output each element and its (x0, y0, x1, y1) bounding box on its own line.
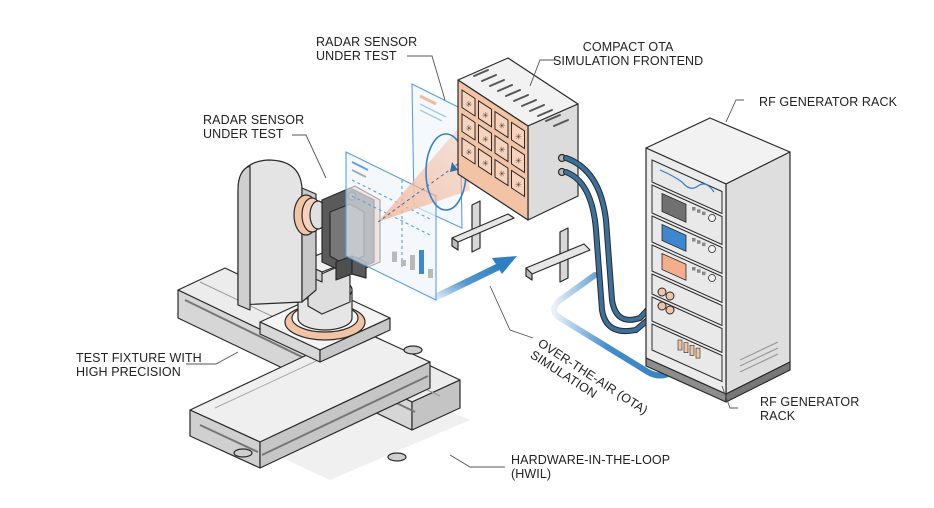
instrument-display (661, 252, 687, 281)
rf-connector (657, 287, 667, 297)
label-line: RF GENERATOR (760, 395, 860, 409)
instrument-display (661, 192, 687, 223)
instrument-display (661, 223, 687, 252)
waveform-display (659, 169, 715, 193)
antenna-tile (494, 134, 509, 163)
antenna-element-icon: ✳ (466, 148, 473, 157)
vent-slot (521, 99, 537, 107)
antenna-tile (511, 121, 525, 150)
antenna-tile (478, 99, 492, 128)
keypad-key (692, 267, 696, 271)
label-line: SIMULATION FRONTEND (553, 54, 704, 68)
hud-bar (419, 250, 424, 274)
knob-icon (708, 274, 716, 282)
test-fixture (177, 159, 470, 480)
hud-bar (401, 260, 406, 266)
antenna-tile (511, 169, 525, 198)
label-line: UNDER TEST (203, 127, 284, 141)
label-rf-rack-bottom: RF GENERATOR RACK (760, 395, 859, 423)
hud-bar-chart (392, 250, 433, 278)
leader-lines (186, 55, 744, 468)
keypad-key (702, 271, 706, 276)
label-test-fixture: TEST FIXTURE WITH HIGH PRECISION (76, 351, 202, 379)
keypad-key (702, 242, 706, 247)
module-slot (677, 339, 683, 351)
label-line: RACK (760, 409, 796, 423)
antenna-tile (461, 89, 476, 117)
vent-slot (505, 89, 521, 97)
label-line: HARDWARE-IN-THE-LOOP (511, 453, 671, 467)
antenna-element-icon: ✳ (499, 170, 506, 179)
keypad-key (697, 269, 701, 273)
label-line: RADAR SENSOR (203, 113, 305, 127)
label-line: RADAR SENSOR (316, 35, 418, 49)
module-slot (695, 347, 701, 359)
antenna-tile (494, 110, 509, 139)
keypad-key (702, 211, 706, 216)
antenna-element-icon: ✳ (499, 146, 506, 155)
label-line: HIGH PRECISION (76, 365, 181, 379)
rf-connector (665, 305, 675, 315)
hud-bar (392, 251, 397, 262)
antenna-element-icon: ✳ (515, 132, 522, 141)
antenna-element-icon: ✳ (482, 159, 489, 168)
vent-slot (497, 84, 513, 92)
antenna-tile (511, 145, 525, 174)
keypad-key (697, 240, 701, 244)
vent-slot (545, 114, 561, 122)
label-line: RF GENERATOR RACK (759, 95, 898, 109)
label-line: COMPACT OTA (582, 40, 674, 54)
label-line: (HWIL) (511, 467, 552, 481)
label-ota-frontend: COMPACT OTA SIMULATION FRONTEND (553, 40, 703, 68)
antenna-tile (494, 158, 509, 187)
antenna-tile (478, 123, 492, 152)
knob-icon (708, 214, 716, 222)
vent-slot (537, 109, 553, 117)
rf-connector (657, 301, 667, 311)
vent-slot (529, 104, 545, 112)
rf-cables (563, 155, 667, 334)
keypad-key (692, 207, 696, 211)
antenna-element-icon: ✳ (466, 124, 473, 133)
label-hwil: HARDWARE-IN-THE-LOOP (HWIL) (511, 453, 670, 481)
antenna-array: ✳ ✳ ✳ ✳ ✳ ✳ ✳ ✳ ✳ ✳ ✳ ✳ (461, 89, 525, 198)
label-radar-sensor-mid: RADAR SENSOR UNDER TEST (203, 113, 304, 141)
antenna-element-icon: ✳ (499, 122, 506, 131)
vent-slot (513, 94, 529, 102)
hud-bar (410, 255, 415, 270)
antenna-element-icon: ✳ (466, 100, 473, 109)
label-rf-rack-top: RF GENERATOR RACK (759, 95, 897, 109)
vent-slot (553, 119, 569, 127)
rack-unit (651, 273, 723, 327)
ota-arrow-icon (428, 256, 517, 304)
antenna-tile (478, 147, 492, 176)
vent-slot (481, 74, 497, 82)
keypad-key (692, 238, 696, 242)
antenna-element-icon: ✳ (482, 111, 489, 120)
antenna-element-icon: ✳ (515, 180, 522, 189)
label-line: TEST FIXTURE WITH (76, 351, 202, 365)
label-line: UNDER TEST (316, 49, 397, 63)
keypad-key (697, 209, 701, 213)
vent-slots (473, 69, 569, 127)
rf-connector (665, 291, 675, 301)
label-radar-sensor-top: RADAR SENSOR UNDER TEST (316, 35, 417, 63)
module-slot (683, 342, 689, 354)
antenna-element-icon: ✳ (482, 135, 489, 144)
module-slot (689, 345, 695, 356)
ota-frontend (451, 57, 591, 283)
antenna-tile (461, 137, 476, 165)
vent-slot (473, 69, 489, 77)
vent-slot (489, 79, 505, 87)
antenna-tile (461, 113, 476, 141)
knob-icon (708, 245, 716, 253)
rack-instruments (651, 159, 723, 383)
antenna-element-icon: ✳ (515, 156, 522, 165)
hud-bar (428, 269, 433, 278)
